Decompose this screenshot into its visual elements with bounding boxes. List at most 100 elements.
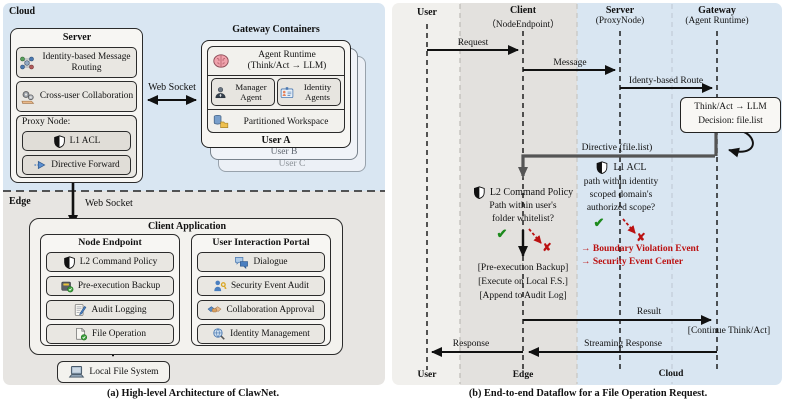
l1-title-label: L1 ACL bbox=[613, 162, 647, 173]
l1-check-mark: ✔ bbox=[593, 215, 605, 230]
l2-action-2: [Execute on Local F.S.] bbox=[478, 277, 568, 287]
l2-question-1: Path within user's bbox=[489, 201, 557, 211]
client-application-title: Client Application bbox=[147, 221, 227, 232]
identity-agents-box: Identity Agents bbox=[277, 78, 341, 106]
streaming-label: Streaming Response bbox=[584, 339, 662, 349]
agent-runtime-line1: Agent Runtime bbox=[258, 49, 316, 60]
partitioned-workspace-icon bbox=[213, 114, 229, 128]
local-fs-label: Local File System bbox=[89, 366, 159, 377]
user-a-box: Agent Runtime (Think/Act → LLM) Manager … bbox=[201, 40, 351, 148]
l1-cross-mark: ✘ bbox=[636, 232, 646, 244]
actor-user: User bbox=[417, 7, 437, 18]
l2-check-title: L2 Command Policy bbox=[473, 186, 573, 199]
proxy-item-forward-label: Directive Forward bbox=[51, 159, 120, 170]
footer-user: User bbox=[417, 370, 437, 380]
workspace-row: Partitioned Workspace bbox=[208, 110, 344, 132]
ne-item-l2: L2 Command Policy bbox=[46, 252, 174, 272]
route-label: Identy-based Route bbox=[628, 76, 704, 86]
server-item-routing: Identity-based Message Routing bbox=[16, 47, 137, 78]
caption-b: (b) End-to-end Dataflow for a File Opera… bbox=[468, 388, 708, 399]
actor-gateway-name: Gateway bbox=[698, 5, 736, 16]
portal-item-collab-approval: Collaboration Approval bbox=[197, 300, 325, 320]
workspace-label: Partitioned Workspace bbox=[243, 116, 329, 127]
manager-agent-label: Manager Agent bbox=[235, 81, 267, 102]
ne-item-fileop-label: File Operation bbox=[92, 328, 146, 339]
l1-question-1: path within identity bbox=[583, 177, 659, 187]
continue-note: [Continue Think/Act] bbox=[687, 326, 771, 336]
node-endpoint-title: Node Endpoint bbox=[78, 237, 142, 248]
manager-agent-icon bbox=[215, 86, 226, 98]
shield-icon bbox=[53, 134, 65, 148]
request-label: Request bbox=[457, 38, 489, 48]
actor-server: Server (ProxyNode) bbox=[596, 5, 645, 26]
footer-cloud: Cloud bbox=[658, 369, 684, 379]
violation-event-label: → Boundary Violation Event bbox=[581, 244, 699, 254]
manager-agent-box: Manager Agent bbox=[211, 78, 275, 106]
actor-gateway-sub: (Agent Runtime) bbox=[685, 16, 749, 26]
user-c-label: User C bbox=[278, 159, 306, 169]
portal-item-sec-audit: Security Event Audit bbox=[197, 276, 325, 296]
portal-item-sec-audit-label: Security Event Audit bbox=[231, 280, 309, 291]
agent-runtime-line2: (Think/Act → LLM) bbox=[247, 61, 327, 71]
portal-item-identity-mgmt-label: Identity Management bbox=[230, 328, 310, 339]
ne-item-audit: Audit Logging bbox=[46, 300, 174, 320]
l2-check-mark: ✔ bbox=[496, 226, 508, 241]
llm-box-line2: Decision: file.list bbox=[698, 115, 763, 126]
seq-user-band bbox=[392, 3, 460, 385]
websocket-top-label: Web Socket bbox=[148, 82, 196, 93]
actor-client-sub: （NodeEndpoint） bbox=[486, 20, 560, 30]
actor-server-sub: (ProxyNode) bbox=[595, 16, 645, 26]
identity-agents-icon bbox=[280, 86, 294, 98]
ne-item-backup-label: Pre-execution Backup bbox=[77, 280, 161, 291]
portal-item-dialogue: Dialogue bbox=[197, 252, 325, 272]
caption-a: (a) High-level Architecture of ClawNet. bbox=[106, 388, 280, 399]
server-item-routing-label: Identity-based Message Routing bbox=[42, 52, 131, 73]
proxy-node-title: Proxy Node: bbox=[22, 117, 71, 127]
proxy-item-acl-label: L1 ACL bbox=[69, 135, 101, 146]
llm-box-line1: Think/Act → LLM bbox=[694, 102, 767, 112]
actor-server-name: Server bbox=[605, 5, 635, 16]
agents-row: Manager Agent Identity Agents bbox=[208, 76, 344, 110]
identity-routing-icon bbox=[20, 56, 34, 69]
result-label: Result bbox=[636, 307, 662, 317]
websocket-bottom-label: Web Socket bbox=[85, 198, 133, 209]
security-event-audit-icon bbox=[214, 280, 227, 292]
actor-user-name: User bbox=[417, 7, 437, 18]
user-a-label: User A bbox=[261, 135, 291, 146]
directive-forward-icon bbox=[34, 160, 46, 170]
portal-item-collab-approval-label: Collaboration Approval bbox=[226, 304, 315, 315]
local-fs-box: Local File System bbox=[57, 361, 170, 383]
identity-agents-label: Identity Agents bbox=[303, 81, 332, 102]
message-label: Message bbox=[553, 58, 587, 68]
server-item-collab-label: Cross-user Collaboration bbox=[39, 91, 134, 102]
footer-edge: Edge bbox=[512, 370, 534, 380]
server-title: Server bbox=[62, 32, 92, 43]
proxy-item-acl: L1 ACL bbox=[22, 131, 131, 151]
brain-icon bbox=[213, 54, 229, 68]
l1-check-title: L1 ACL bbox=[595, 161, 647, 174]
directive-label: Directive (file.list) bbox=[581, 143, 653, 153]
dialogue-icon bbox=[235, 256, 249, 269]
portal-title: User Interaction Portal bbox=[212, 237, 310, 248]
edge-label: Edge bbox=[9, 196, 31, 207]
proxy-item-forward: Directive Forward bbox=[22, 155, 131, 175]
portal-item-identity-mgmt: Identity Management bbox=[197, 324, 325, 344]
l1-question-2: scoped domain's bbox=[589, 190, 653, 200]
collaboration-approval-icon bbox=[208, 306, 222, 313]
ne-item-backup: Pre-execution Backup bbox=[46, 276, 174, 296]
portal-item-dialogue-label: Dialogue bbox=[253, 256, 288, 267]
shield-icon bbox=[63, 255, 75, 269]
actor-gateway: Gateway (Agent Runtime) bbox=[685, 5, 748, 26]
l2-action-3: [Append to Audit Log] bbox=[479, 291, 567, 301]
l1-question-3: authorized scope? bbox=[586, 203, 656, 213]
response-label: Response bbox=[452, 339, 490, 349]
l2-question-2: folder whitelist? bbox=[492, 214, 554, 224]
user-b-label: User B bbox=[270, 147, 298, 157]
cloud-label: Cloud bbox=[9, 6, 36, 17]
server-item-collab: Cross-user Collaboration bbox=[16, 81, 137, 112]
actor-client: Client （NodeEndpoint） bbox=[487, 5, 560, 30]
shield-icon bbox=[596, 161, 608, 174]
agent-runtime-container: Agent Runtime (Think/Act → LLM) Manager … bbox=[207, 46, 345, 133]
identity-management-icon bbox=[213, 328, 225, 340]
